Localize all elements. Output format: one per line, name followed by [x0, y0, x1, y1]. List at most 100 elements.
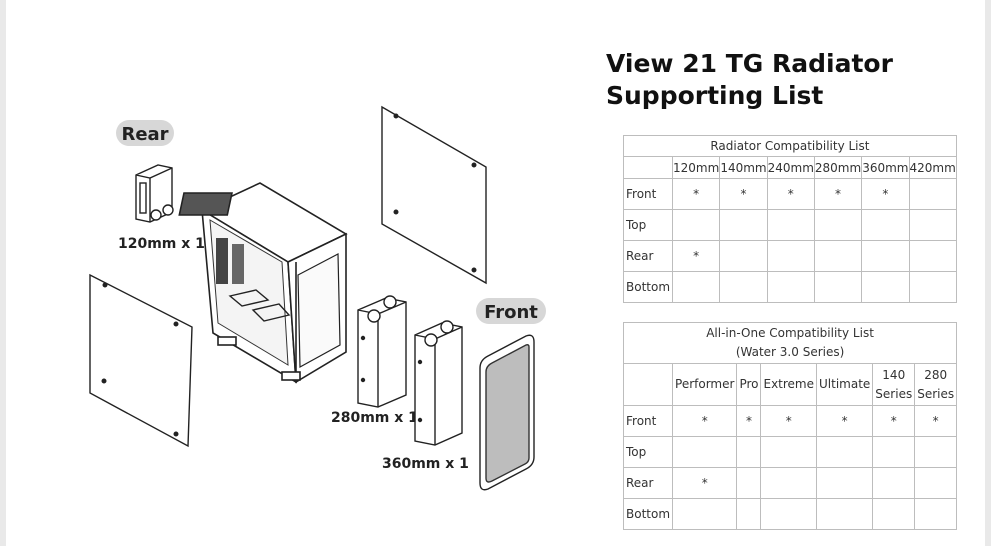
table-row: Bottom: [622, 498, 958, 530]
table-row: Rear *: [622, 467, 958, 499]
header-line-1: Extreme: [763, 377, 814, 391]
table-cell: [908, 271, 957, 303]
table-cell: *: [760, 405, 817, 437]
radiator-360-drawing: [414, 320, 463, 446]
aio-caption-line-2: (Water 3.0 Series): [735, 345, 845, 359]
table-cell: [908, 209, 957, 241]
table-row: Front * * * * * *: [622, 405, 958, 437]
table-cell: [672, 271, 721, 303]
table-cell: [719, 209, 768, 241]
row-label-bottom: Bottom: [622, 498, 674, 530]
row-label-top: Top: [622, 209, 674, 241]
radiator-header-280mm: 280mm: [813, 156, 863, 179]
table-cell: [736, 498, 762, 530]
header-line-2: Series: [875, 386, 913, 401]
table-cell: [914, 467, 958, 499]
header-line-1: Performer: [675, 377, 735, 391]
table-row: Top: [622, 436, 958, 468]
front-label: Front: [484, 302, 538, 323]
table-cell: [813, 209, 863, 241]
table-cell: *: [914, 405, 958, 437]
table-cell: [760, 467, 817, 499]
exploded-case-diagram: Rear 120mm x 1: [89, 105, 546, 491]
table-cell: *: [872, 405, 916, 437]
table-cell: [672, 436, 738, 468]
page-title-line-1: View 21 TG Radiator: [606, 49, 893, 78]
row-label-bottom: Bottom: [622, 271, 674, 303]
table-cell: [736, 467, 762, 499]
rear-label-badge: Rear: [116, 120, 174, 146]
table-cell: *: [861, 178, 910, 210]
left-side-panel: [89, 273, 193, 448]
radiator-table-caption: Radiator Compatibility List: [623, 135, 957, 157]
aio-table-caption: All-in-One Compatibility List (Water 3.0…: [622, 322, 958, 364]
radiator-header-420mm: 420mm: [908, 156, 957, 179]
table-cell: [672, 498, 738, 530]
table-cell: [813, 240, 863, 272]
table-cell: [861, 209, 910, 241]
table-cell: *: [813, 178, 863, 210]
table-cell: *: [672, 467, 738, 499]
table-row: Top: [622, 209, 957, 241]
radiator-360-label: 360mm x 1: [382, 456, 469, 472]
radiator-compatibility-table: Radiator Compatibility List 120mm 140mm …: [622, 135, 957, 303]
aio-caption-line-1: All-in-One Compatibility List: [706, 326, 874, 340]
radiator-header-blank: [622, 156, 674, 179]
table-cell: [815, 467, 874, 499]
header-line-1: Pro: [739, 377, 759, 391]
table-row: Rear *: [622, 240, 957, 272]
row-label-rear: Rear: [622, 240, 674, 272]
aio-header-blank: [622, 363, 674, 406]
table-cell: [736, 436, 762, 468]
aio-header-pro: Pro: [736, 363, 762, 406]
header-line-2: Series: [917, 386, 955, 401]
table-row: Front * * * * *: [622, 178, 957, 210]
row-label-front: Front: [622, 178, 674, 210]
table-cell: *: [672, 240, 721, 272]
table-cell: [719, 240, 768, 272]
row-label-top: Top: [622, 436, 674, 468]
radiator-280-drawing: [357, 295, 407, 408]
table-cell: *: [672, 178, 721, 210]
table-cell: [872, 467, 916, 499]
radiator-header-120mm: 120mm: [672, 156, 721, 179]
table-cell: [672, 209, 721, 241]
aio-header-extreme: Extreme: [760, 363, 817, 406]
table-cell: *: [766, 178, 815, 210]
table-row: Bottom: [622, 271, 957, 303]
header-line-1: 140: [882, 367, 906, 382]
table-cell: [760, 436, 817, 468]
table-cell: [908, 240, 957, 272]
table-cell: [760, 498, 817, 530]
aio-header-performer: Performer: [672, 363, 738, 406]
radiator-header-140mm: 140mm: [719, 156, 768, 179]
row-label-front: Front: [622, 405, 674, 437]
table-cell: [766, 240, 815, 272]
table-cell: [815, 436, 874, 468]
radiator-header-240mm: 240mm: [766, 156, 815, 179]
table-cell: [766, 271, 815, 303]
table-cell: *: [719, 178, 768, 210]
radiator-120-label: 120mm x 1: [118, 236, 205, 252]
front-label-badge: Front: [476, 298, 546, 324]
case-chassis: [178, 182, 348, 384]
table-cell: *: [736, 405, 762, 437]
page-title: View 21 TG Radiator Supporting List: [606, 48, 893, 112]
table-cell: [861, 240, 910, 272]
table-cell: [813, 271, 863, 303]
table-cell: *: [815, 405, 874, 437]
radiator-header-360mm: 360mm: [861, 156, 910, 179]
radiator-280-label: 280mm x 1: [331, 410, 418, 426]
header-line-1: Ultimate: [819, 377, 871, 391]
row-label-rear: Rear: [622, 467, 674, 499]
aio-compatibility-table: All-in-One Compatibility List (Water 3.0…: [622, 322, 958, 530]
table-cell: [872, 436, 916, 468]
table-cell: [908, 178, 957, 210]
header-line-1: 280: [924, 367, 948, 382]
front-panel: [479, 334, 535, 491]
radiator-120-drawing: [135, 164, 174, 223]
table-cell: [861, 271, 910, 303]
table-cell: [815, 498, 874, 530]
